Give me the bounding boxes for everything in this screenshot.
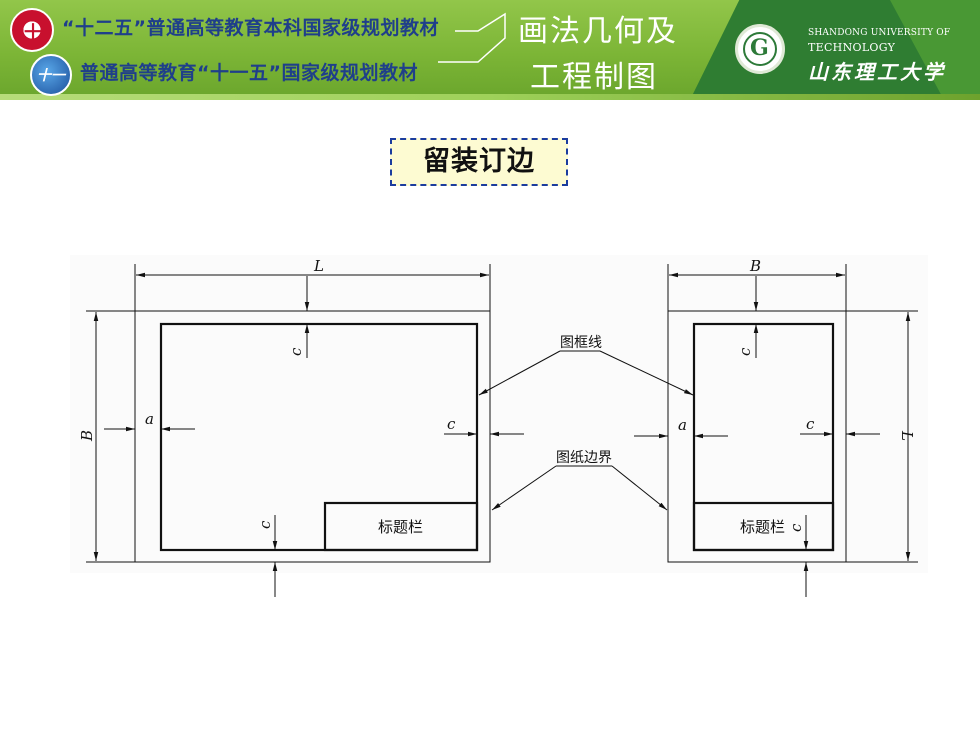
left-margin-bottom-label: c xyxy=(256,520,274,529)
left-width-label: L xyxy=(313,257,324,275)
header-bottom-strip xyxy=(0,94,980,100)
right-title-block-label: 标题栏 xyxy=(740,518,785,536)
left-sheet xyxy=(86,264,524,597)
emblem-ring xyxy=(743,32,777,66)
header-bracket-line xyxy=(438,12,506,63)
series-line-1: “十二五”普通高等教育本科国家级规划教材 xyxy=(62,17,439,39)
shierwu-logo-icon: 十 xyxy=(10,8,54,52)
right-title-block xyxy=(692,501,835,552)
callout-frame-line xyxy=(478,350,694,396)
callout-sheet-border-leader-left xyxy=(491,465,557,511)
right-margin-top-label: c xyxy=(736,347,754,356)
left-title-block xyxy=(323,501,479,552)
left-margin-top-label: c xyxy=(287,347,305,356)
left-height-label: B xyxy=(78,430,96,442)
callout-sheet-border xyxy=(491,465,668,511)
left-margin-left-label: a xyxy=(145,410,154,428)
left-sheet-border xyxy=(134,310,491,563)
series-line-2: 普通高等教育“十一五”国家级规划教材 xyxy=(80,62,418,84)
university-name-en-line-1: SHANDONG UNIVERSITY OF xyxy=(808,28,951,38)
slide-title: 留装订边 xyxy=(390,138,568,186)
callout-sheet-border-leader-right xyxy=(611,465,668,511)
drawing-background xyxy=(70,255,928,573)
right-width-label: B xyxy=(749,257,761,275)
shiyiwu-logo-icon: 十一 xyxy=(30,54,72,96)
university-name-en-line-2: TECHNOLOGY xyxy=(808,41,896,54)
right-sheet xyxy=(634,264,918,597)
university-emblem-icon: G xyxy=(735,24,785,74)
university-name-cn: 山东理工大学 xyxy=(808,60,946,84)
book-title-line-1: 画法几何及 xyxy=(518,14,678,49)
callout-frame-line-leader-left xyxy=(478,350,561,396)
emblem-mark: G xyxy=(750,35,769,61)
left-title-block-label: 标题栏 xyxy=(378,518,423,536)
callout-frame-line-leader-right xyxy=(599,350,694,396)
right-margin-bottom-label: c xyxy=(787,523,805,532)
right-height-label: L xyxy=(898,430,916,441)
callout-frame-line-label: 图框线 xyxy=(560,335,602,351)
right-margin-right-label: c xyxy=(806,415,815,433)
left-margin-right-label: c xyxy=(447,415,456,433)
left-sheet-frame xyxy=(159,322,479,552)
right-margin-left-label: a xyxy=(678,416,687,434)
book-title-line-2: 工程制图 xyxy=(530,60,658,95)
slide-header: 十 十一 “十二五”普通高等教育本科国家级规划教材 普通高等教育“十一五”国家级… xyxy=(0,0,980,100)
callout-sheet-border-label: 图纸边界 xyxy=(556,450,612,466)
